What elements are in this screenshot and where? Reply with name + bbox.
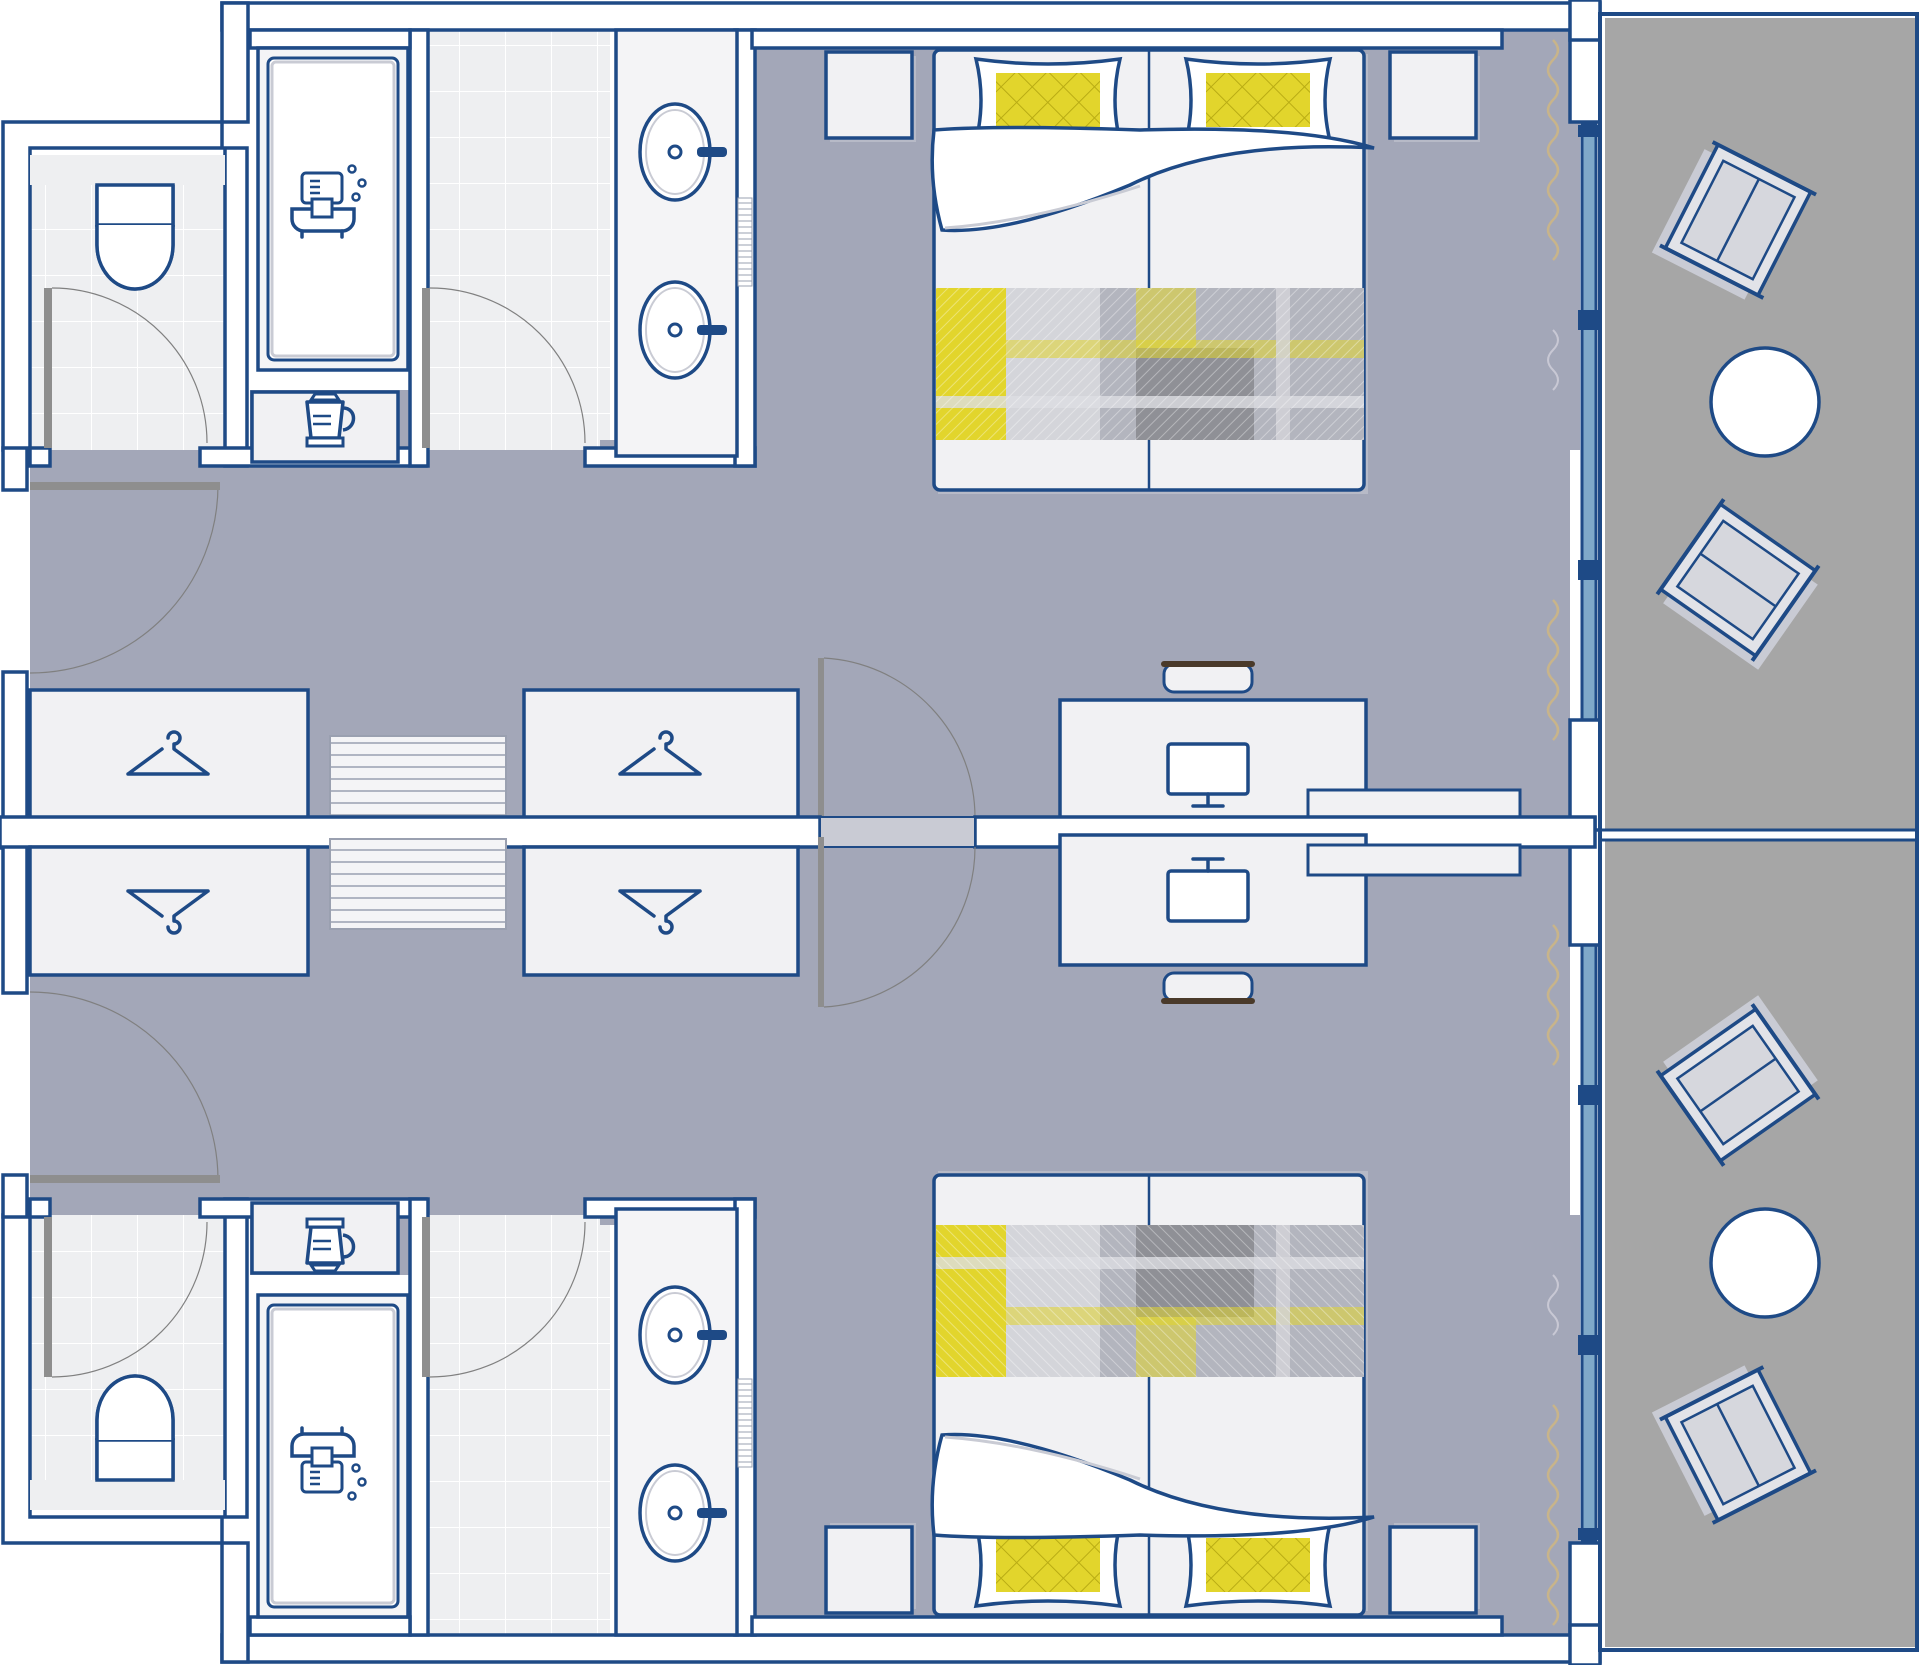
room-top (0, 0, 1915, 848)
balcony-divider (1598, 828, 1919, 842)
balcony-frame (1598, 12, 1919, 1652)
room-bottom (0, 817, 1915, 1665)
